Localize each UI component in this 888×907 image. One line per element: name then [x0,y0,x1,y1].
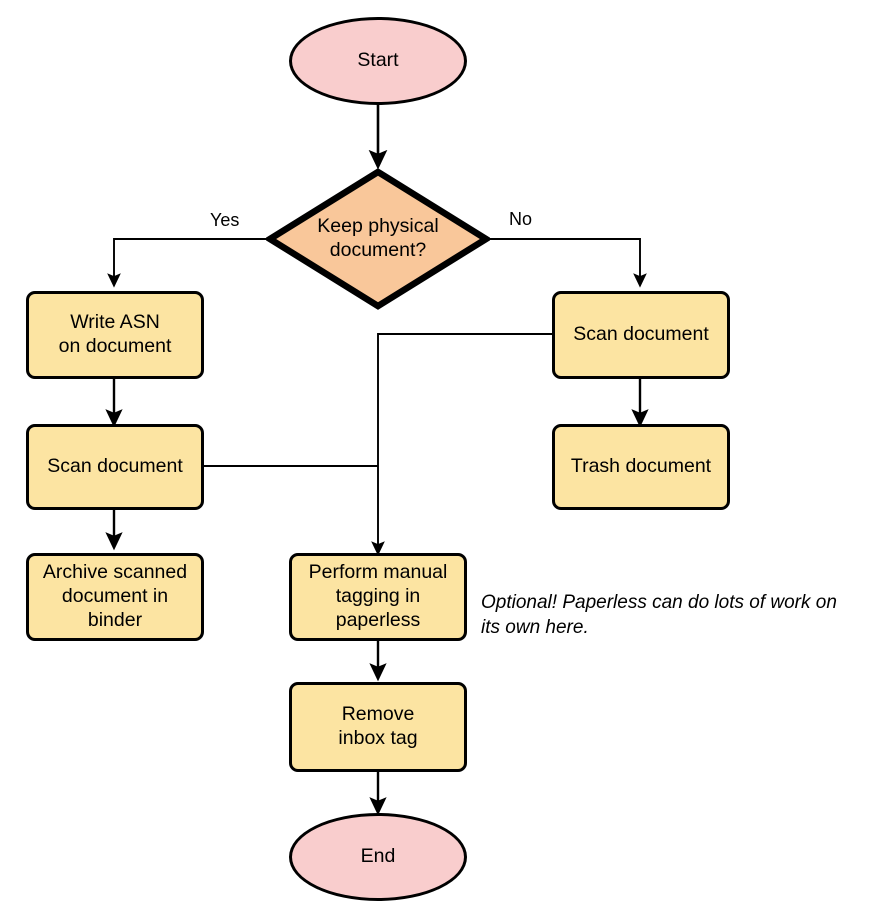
node-write-asn-label: Write ASN on document [58,311,172,357]
node-start-label: Start [357,49,399,72]
node-decision-keep-physical-document[interactable]: Keep physical document? [266,168,490,310]
annotation-optional-note: Optional! Paperless can do lots of work … [481,592,837,639]
node-scan-document-right[interactable]: Scan document [552,291,730,379]
node-remove-inbox-label: Remove inbox tag [338,703,418,749]
node-scan-document-left[interactable]: Scan document [26,424,204,510]
node-scan-document-right-label: Scan document [573,323,709,346]
node-perform-manual-tagging[interactable]: Perform manual tagging in paperless [289,553,467,641]
node-end-label: End [360,845,396,868]
diamond-shape [266,168,490,310]
node-write-asn-on-document[interactable]: Write ASN on document [26,291,204,379]
node-archive-scanned-document[interactable]: Archive scanned document in binder [26,553,204,641]
node-end[interactable]: End [289,813,467,901]
edge-label-yes: Yes [210,210,240,230]
node-trash-document-label: Trash document [570,455,712,478]
node-tagging-label: Perform manual tagging in paperless [308,561,448,631]
edge-label-no: No [509,209,533,229]
node-remove-inbox-tag[interactable]: Remove inbox tag [289,682,467,772]
node-decision-label: Keep physical document? [317,215,439,261]
edge-decision-yes-to-write-asn [107,238,266,288]
node-start[interactable]: Start [289,17,467,105]
edge-decision-no-to-scan-right [490,238,647,288]
edge-scan-right-to-tagging [371,333,552,556]
node-archive-label: Archive scanned document in binder [42,561,188,631]
node-scan-document-left-label: Scan document [47,455,183,478]
node-trash-document[interactable]: Trash document [552,424,730,510]
